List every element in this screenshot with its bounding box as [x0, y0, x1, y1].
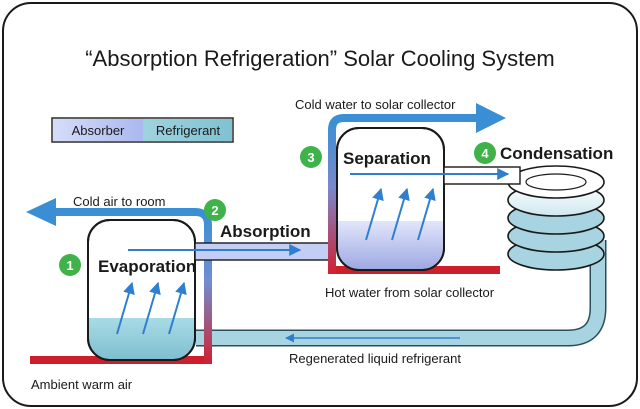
regenerated-label: Regenerated liquid refrigerant	[289, 351, 461, 366]
stage-badge-2: 2	[204, 199, 226, 221]
legend-refrigerant-label: Refrigerant	[156, 123, 221, 138]
cold-water-label: Cold water to solar collector	[295, 97, 456, 112]
legend-refrigerant-swatch	[143, 119, 232, 141]
absorption-pipe	[128, 242, 332, 261]
hot-water-label: Hot water from solar collector	[325, 285, 495, 300]
cold-air-arrowhead	[26, 198, 56, 226]
diagram-title: “Absorption Refrigeration” Solar Cooling…	[85, 46, 555, 71]
cold-water-arrowhead	[476, 103, 506, 133]
return-pipe	[196, 240, 607, 347]
evaporation-label: Evaporation	[98, 257, 196, 276]
stage-3-number: 3	[307, 150, 314, 165]
condenser-coil	[507, 165, 605, 271]
condensation-label: Condensation	[500, 144, 613, 163]
ambient-label: Ambient warm air	[31, 377, 133, 392]
vapour-pipe	[350, 166, 521, 185]
absorption-label: Absorption	[220, 222, 311, 241]
stage-4-number: 4	[481, 146, 489, 161]
stage-1-number: 1	[66, 258, 73, 273]
legend-frame	[51, 117, 234, 143]
cold-air-label: Cold air to room	[73, 194, 165, 209]
legend-absorber-swatch	[53, 119, 143, 141]
stage-badge-4: 4	[474, 142, 496, 164]
legend-absorber-label: Absorber	[72, 123, 125, 138]
separation-label: Separation	[343, 149, 431, 168]
separation-tank	[328, 103, 506, 274]
evaporation-tank	[26, 198, 212, 364]
legend: Absorber Refrigerant	[51, 117, 234, 143]
stage-badge-1: 1	[59, 254, 81, 276]
stage-2-number: 2	[211, 203, 218, 218]
stage-badge-3: 3	[300, 146, 322, 168]
